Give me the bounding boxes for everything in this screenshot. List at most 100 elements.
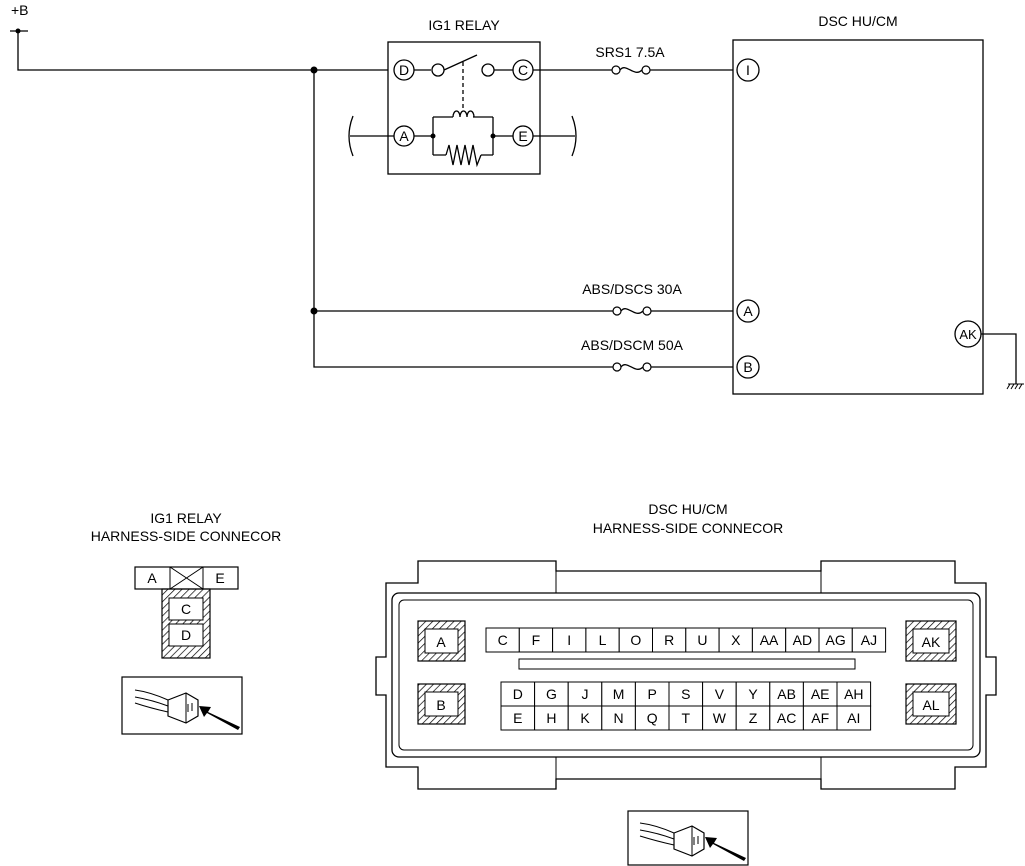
- connector-pin-cell: [802, 681, 838, 707]
- connector-pin-cell: [534, 705, 569, 731]
- connector-pin-cell: [769, 705, 804, 731]
- connector-pin-label: AD: [793, 632, 812, 648]
- switch-contact-left: [431, 63, 445, 77]
- module-pin-i-label: I: [746, 62, 750, 78]
- module-box: [732, 39, 984, 395]
- fuse-dscm-contact-right: [642, 362, 652, 372]
- connector-pin-cell: [836, 705, 872, 731]
- connector-pin-label: U: [697, 632, 707, 648]
- continuation-mark-left: [348, 115, 354, 157]
- relay-pin-d-label: D: [399, 62, 409, 78]
- fuse-dscm-contact-left: [612, 362, 622, 372]
- module-connector-large-pin-al: AL: [905, 683, 957, 725]
- connector-pin-label: Q: [647, 710, 658, 726]
- connector-pin-cell: [668, 705, 704, 731]
- module-connector-large-pin-ak: AK: [905, 620, 957, 662]
- connector-pin-label: I: [567, 632, 571, 648]
- connector-pin-label: AJ: [861, 632, 877, 648]
- connector-pin-cell: [601, 705, 636, 731]
- module-pin-b-label: B: [743, 359, 752, 375]
- module-connector-title-1: DSC HU/CM: [648, 501, 727, 517]
- relay-connector-pin-a: A: [147, 570, 157, 586]
- connector-pin-label: V: [715, 686, 725, 702]
- module-connector-inner-frame-2: [398, 599, 974, 751]
- wire-power-to-relay-d: [17, 31, 390, 71]
- connector-pin-cell: [585, 627, 620, 653]
- connector-pin-cell: [735, 681, 771, 707]
- module-connector-pin-ak-label: AK: [922, 634, 941, 650]
- connector-pin-cell: [485, 627, 520, 653]
- connector-pin-label: N: [614, 710, 624, 726]
- connector-pin-label: M: [613, 686, 625, 702]
- connector-pin-cell: [618, 627, 654, 653]
- junction-dot-1: [310, 66, 318, 74]
- connector-pin-label: X: [731, 632, 741, 648]
- fuse-dscm-label: ABS/DSCM 50A: [581, 337, 684, 353]
- connector-pin-label: D: [513, 686, 523, 702]
- connector-pin-label: AG: [826, 632, 846, 648]
- power-supply-label: +B: [11, 2, 29, 18]
- connector-pin-label: Y: [748, 686, 758, 702]
- fuse-srs1-symbol: [619, 67, 643, 73]
- connector-pin-label: AF: [811, 710, 829, 726]
- module-connector-pin-b-label: B: [436, 697, 445, 713]
- module-connector-housing: [375, 560, 997, 790]
- connector-pin-label: AH: [844, 686, 863, 702]
- connector-pin-cell: [735, 705, 771, 731]
- module-connector-large-pin-a: A: [417, 620, 466, 662]
- fuse-srs1-contact-right: [641, 65, 651, 75]
- resistor-symbol: [445, 144, 482, 168]
- connector-pin-cell: [851, 627, 887, 653]
- connector-pin-cell: [567, 681, 603, 707]
- connector-pin-label: AA: [760, 632, 779, 648]
- relay-title: IG1 RELAY: [428, 17, 500, 33]
- module-pin-b: [736, 355, 760, 379]
- coil-junction-right: [490, 133, 496, 139]
- switch-blade: [443, 54, 478, 71]
- connector-pin-cell: [702, 705, 737, 731]
- module-connector: DSC HU/CM HARNESS-SIDE CONNECOR A B AK A…: [375, 501, 997, 866]
- relay-pin-a-label: A: [399, 128, 409, 144]
- connector-pin-label: G: [546, 686, 557, 702]
- fuse-dscs-contact-left: [612, 306, 622, 316]
- connector-pin-label: K: [580, 710, 590, 726]
- connector-pin-label: AB: [777, 686, 796, 702]
- relay-connector-title-1: IG1 RELAY: [150, 510, 222, 526]
- connector-pin-label: T: [682, 710, 691, 726]
- connector-pin-cell: [518, 627, 554, 653]
- connector-pin-label: F: [532, 632, 541, 648]
- switch-contact-right: [481, 63, 495, 77]
- connector-pin-label: R: [664, 632, 674, 648]
- wire-bus: [313, 70, 613, 368]
- fuse-dscs-label: ABS/DSCS 30A: [582, 281, 682, 297]
- connector-pin-label: J: [582, 686, 589, 702]
- module-connector-pin-al-label: AL: [922, 697, 939, 713]
- fuse-dscm-symbol: [620, 364, 644, 370]
- module-connector-large-pin-b: B: [417, 683, 466, 725]
- connector-pin-cell: [751, 627, 787, 653]
- module-connector-row-mid: D G J M P S V Y AB AE AH: [500, 681, 872, 707]
- connector-pin-cell: [500, 705, 536, 731]
- connector-pin-label: O: [630, 632, 641, 648]
- fuse-dscs-contact-right: [642, 306, 652, 316]
- fuse-srs1-contact-left: [611, 65, 621, 75]
- connector-pin-label: S: [681, 686, 690, 702]
- coil-symbol: [452, 110, 475, 118]
- relay-connector: IG1 RELAY HARNESS-SIDE CONNECOR A E C D: [91, 510, 282, 735]
- fuse-srs1-label: SRS1 7.5A: [595, 44, 665, 60]
- relay-connector-title-2: HARNESS-SIDE CONNECOR: [91, 528, 282, 544]
- module-connector-inner-frame: [391, 592, 981, 758]
- connector-pin-label: AC: [777, 710, 796, 726]
- relay-connector-pin-d: D: [181, 627, 191, 643]
- module-connector-title-2: HARNESS-SIDE CONNECOR: [593, 520, 784, 536]
- continuation-mark-right: [571, 115, 577, 157]
- connector-pin-label: C: [498, 632, 508, 648]
- module-pin-a: [736, 299, 760, 323]
- coil-junction-left: [430, 133, 436, 139]
- connector-pin-label: H: [546, 710, 556, 726]
- connector-pin-label: P: [648, 686, 657, 702]
- connector-pin-label: AE: [811, 686, 830, 702]
